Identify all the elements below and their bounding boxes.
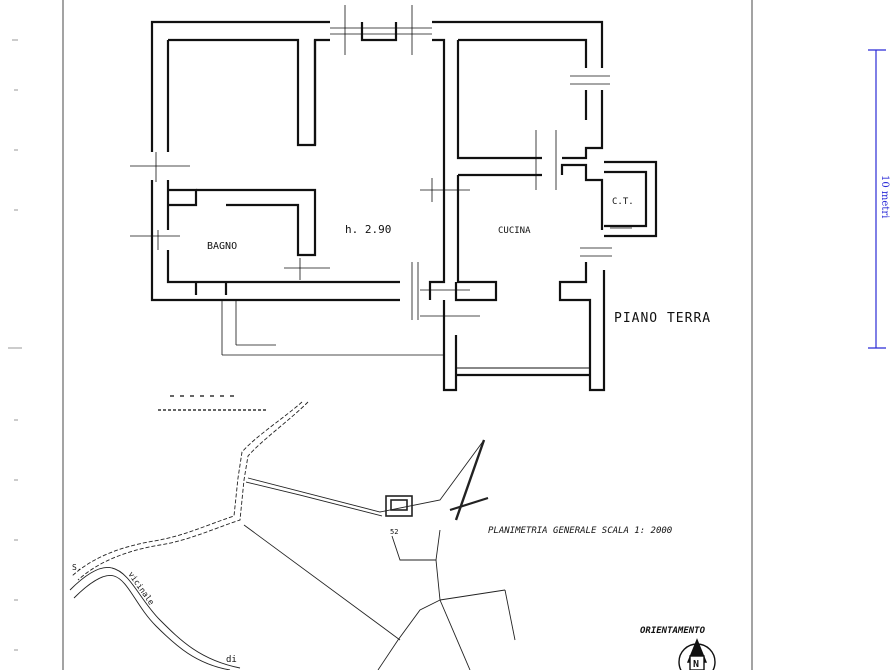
north-arrow-icon bbox=[678, 638, 716, 670]
road-label-2: vicinale bbox=[126, 570, 156, 607]
room-label-cucina: CUCINA bbox=[498, 226, 531, 236]
sheet-frame bbox=[62, 0, 753, 670]
orientation-title: ORIENTAMENTO bbox=[640, 626, 706, 636]
floor-title: PIANO TERRA bbox=[614, 311, 711, 326]
scale-bar-label: 10 metri bbox=[879, 175, 890, 218]
north-label: N bbox=[693, 659, 699, 670]
exterior-walls bbox=[150, 20, 658, 392]
left-margin-ticks bbox=[8, 39, 22, 651]
parcel-number: 52 bbox=[390, 528, 398, 536]
site-map bbox=[69, 395, 516, 670]
road-label-3: di bbox=[226, 655, 237, 665]
scale-bar: 10 metri bbox=[868, 49, 890, 349]
room-label-bagno: BAGNO bbox=[207, 241, 237, 252]
road-label-1: S. bbox=[72, 563, 82, 572]
room-label-height: h. 2.90 bbox=[345, 223, 391, 236]
openings bbox=[130, 5, 632, 356]
room-label-ct: C.T. bbox=[612, 197, 634, 207]
site-plan-title: PLANIMETRIA GENERALE SCALA 1: 2000 bbox=[488, 526, 672, 536]
